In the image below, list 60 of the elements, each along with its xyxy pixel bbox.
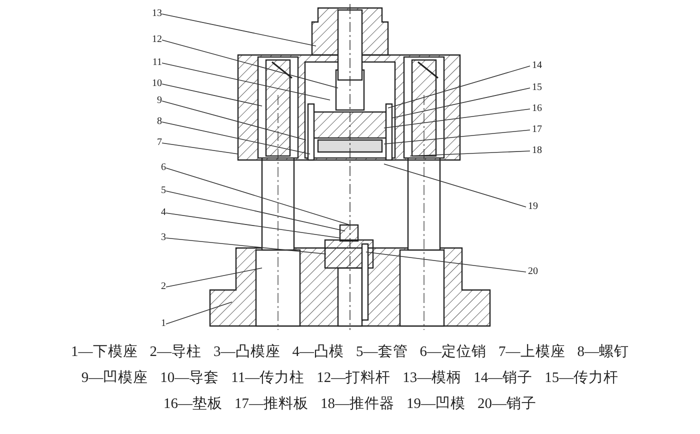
part-legend-entry: 20—销子 <box>478 396 536 412</box>
part-legend-entry: 4—凸模 <box>292 344 344 360</box>
part-legend-entry: 2—导柱 <box>150 344 202 360</box>
leader-line <box>162 142 238 154</box>
callout-number: 10 <box>146 78 162 90</box>
leader-line <box>366 252 526 272</box>
leader-line <box>162 100 306 140</box>
part-legend-entry: 1—下模座 <box>71 344 138 360</box>
leader-line <box>162 62 330 100</box>
leader-line <box>384 164 526 208</box>
leader-line <box>166 168 350 226</box>
callout-number: 12 <box>146 34 162 46</box>
leader-line <box>166 238 326 254</box>
callout-number: 5 <box>150 185 166 197</box>
leader-line <box>384 130 530 144</box>
leader-line <box>392 88 530 118</box>
callout-number: 4 <box>150 207 166 219</box>
leader-line <box>162 40 338 88</box>
leader-line <box>162 84 262 106</box>
part-legend-entry: 10—导套 <box>160 370 220 386</box>
callout-number: 8 <box>146 116 162 128</box>
leader-line <box>166 268 262 288</box>
callout-number: 16 <box>532 103 542 115</box>
part-legend-entry: 18—推件器 <box>320 396 394 412</box>
callout-number: 13 <box>146 8 162 20</box>
part-legend-entry: 9—凹模座 <box>81 370 148 386</box>
leader-line <box>162 14 316 46</box>
callout-number: 9 <box>146 95 162 107</box>
part-legend-entry: 15—传力杆 <box>544 370 619 386</box>
leader-line <box>410 150 530 156</box>
part-legend-entry: 11—传力柱 <box>231 370 305 386</box>
leader-line <box>162 122 310 154</box>
leader-line <box>166 190 346 232</box>
leader-line <box>166 212 340 238</box>
callout-number: 1 <box>150 318 166 330</box>
callout-number: 14 <box>532 60 542 72</box>
callout-number: 11 <box>146 57 162 69</box>
part-legend-entry: 14—销子 <box>474 370 533 386</box>
callout-number: 17 <box>532 124 542 136</box>
part-legend-entry: 12—打料杆 <box>316 370 391 386</box>
part-legend-entry: 3—凸模座 <box>214 344 280 360</box>
callout-number: 19 <box>528 201 538 213</box>
leader-line <box>388 66 530 108</box>
part-legend-entry: 16—垫板 <box>164 396 222 412</box>
callout-number: 20 <box>528 266 538 278</box>
part-legend-entry: 13—模柄 <box>402 370 462 386</box>
part-legend-entry: 7—上模座 <box>498 344 566 360</box>
part-legend-entry: 6—定位销 <box>420 344 486 360</box>
callout-number: 7 <box>146 137 162 149</box>
part-legend-entry: 19—凹模 <box>406 396 466 412</box>
callout-number: 3 <box>150 232 166 244</box>
part-legend-entry: 8—螺钉 <box>577 344 629 360</box>
part-legend-entry: 5—套管 <box>356 344 408 360</box>
part-legend-entry: 17—推料板 <box>234 396 308 412</box>
callout-number: 6 <box>150 162 166 174</box>
callout-number: 15 <box>532 82 542 94</box>
callout-number: 18 <box>532 145 542 157</box>
leader-line <box>384 108 530 128</box>
leader-line <box>166 302 232 324</box>
callout-number: 2 <box>150 281 166 293</box>
